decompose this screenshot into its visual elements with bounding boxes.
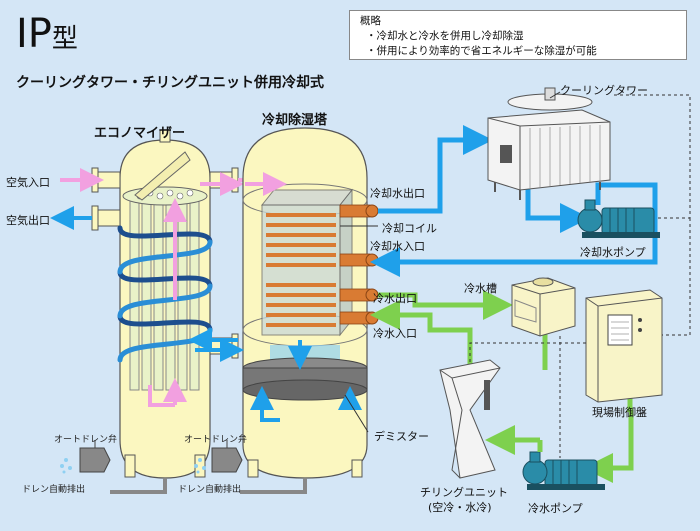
cooling-coil bbox=[260, 188, 379, 337]
label-air-out: 空気出口 bbox=[6, 214, 50, 227]
label-chilling-unit: チリングユニット bbox=[420, 486, 508, 499]
summary-line: ・冷却水と冷水を併用し冷却除湿 bbox=[366, 30, 524, 42]
label-chilled-water-out: 冷水出口 bbox=[373, 292, 417, 305]
label-chilled-water-tank: 冷水槽 bbox=[464, 282, 497, 295]
label-auto-drain-left: ドレン自動排出 bbox=[22, 485, 86, 495]
label-auto-drain-right: ドレン自動排出 bbox=[178, 485, 242, 495]
label-economizer: エコノマイザー bbox=[94, 126, 186, 141]
auto-drain-valve-left bbox=[60, 440, 111, 474]
label-demister: デミスター bbox=[374, 430, 429, 443]
auto-drain-valve-right bbox=[194, 440, 243, 474]
label-chilled-water-in: 冷水入口 bbox=[373, 327, 417, 340]
cooling-water-loop bbox=[370, 125, 658, 277]
label-site-control-panel: 現場制御盤 bbox=[592, 406, 647, 419]
title-main-text: IP bbox=[16, 11, 52, 57]
label-auto-drain-valve-right: オートドレン弁 bbox=[184, 435, 248, 445]
cooling-water-pump bbox=[577, 199, 660, 238]
label-cooling-water-out: 冷却水出口 bbox=[370, 187, 425, 200]
label-chilled-water-pump: 冷水ポンプ bbox=[528, 502, 583, 515]
control-lines bbox=[469, 94, 691, 458]
chilled-water-pump bbox=[522, 451, 605, 490]
title-suffix: 型 bbox=[51, 24, 78, 54]
label-chilling-unit-sub: (空冷・水冷) bbox=[428, 501, 492, 514]
site-control-panel bbox=[585, 289, 663, 403]
label-cooling-water-pump: 冷却水ポンプ bbox=[580, 246, 646, 259]
page-title: IP型 bbox=[16, 14, 78, 54]
label-cooling-tower: クーリングタワー bbox=[560, 84, 648, 97]
label-cooling-water-in: 冷却水入口 bbox=[370, 240, 425, 253]
chilled-water-tank bbox=[511, 277, 576, 337]
cooling-tower-unit bbox=[487, 87, 611, 200]
summary-heading: 概略 bbox=[360, 15, 381, 27]
label-auto-drain-valve-left: オートドレン弁 bbox=[54, 435, 118, 445]
chilling-unit bbox=[439, 359, 501, 479]
label-cooling-coil: 冷却コイル bbox=[382, 222, 437, 235]
page-subtitle: クーリングタワー・チリングユニット併用冷却式 bbox=[16, 75, 324, 91]
summary-box: 概略 ・冷却水と冷水を併用し冷却除湿 ・併用により効率的で省エネルギーな除湿が可… bbox=[349, 10, 687, 60]
summary-line: ・併用により効率的で省エネルギーな除湿が可能 bbox=[366, 45, 597, 57]
label-air-in: 空気入口 bbox=[6, 176, 50, 189]
label-dehumidifier-tower: 冷却除湿塔 bbox=[262, 113, 328, 128]
